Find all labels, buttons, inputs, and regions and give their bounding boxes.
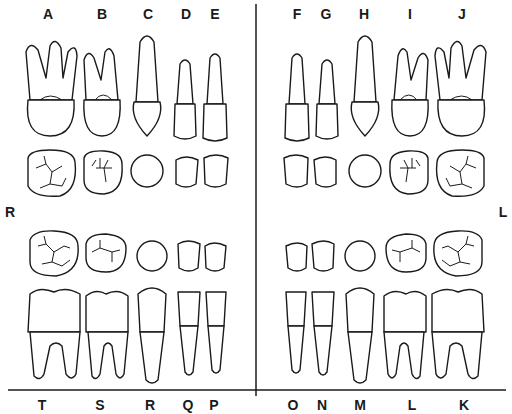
tooth-letter: G bbox=[321, 7, 332, 21]
tooth-letter: O bbox=[288, 398, 299, 412]
tooth-letter: C bbox=[143, 7, 153, 21]
tooth-letter: F bbox=[293, 7, 302, 21]
tooth-letter: H bbox=[359, 7, 369, 21]
tooth-letter: E bbox=[210, 7, 219, 21]
tooth-letter: S bbox=[95, 398, 104, 412]
tooth-letter: D bbox=[181, 7, 191, 21]
tooth-letter: K bbox=[459, 398, 469, 412]
tooth-letter: L bbox=[499, 205, 508, 219]
tooth-letter: R bbox=[145, 398, 155, 412]
tooth-letter: Q bbox=[183, 398, 194, 412]
tooth-letter: I bbox=[408, 7, 412, 21]
tooth-letter: P bbox=[209, 398, 218, 412]
tooth-letter: L bbox=[408, 398, 417, 412]
tooth-letter: A bbox=[43, 7, 53, 21]
tooth-letter: R bbox=[5, 205, 15, 219]
tooth-letter: J bbox=[458, 7, 466, 21]
tooth-letter: N bbox=[317, 398, 327, 412]
tooth-letter: B bbox=[97, 7, 107, 21]
tooth-letter: M bbox=[354, 398, 366, 412]
tooth-letter: T bbox=[38, 398, 47, 412]
